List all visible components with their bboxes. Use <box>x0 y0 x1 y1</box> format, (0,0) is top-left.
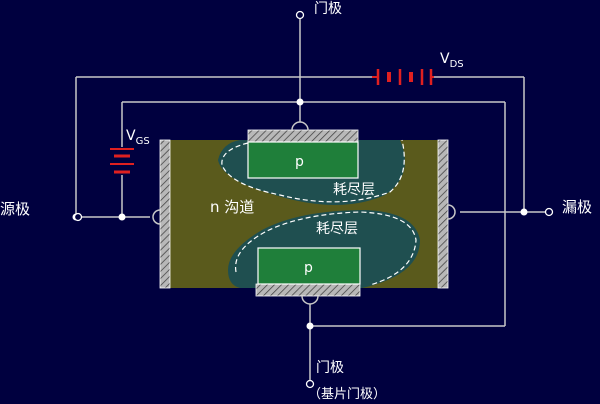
contact-terminals <box>152 121 456 305</box>
vds-label: VDS <box>440 51 464 70</box>
vgs-label: VGS <box>126 128 150 147</box>
depletion-boundary-bottom <box>234 211 417 286</box>
drain-electrode <box>437 139 449 289</box>
top-gate-electrode <box>247 129 359 143</box>
drain-terminal <box>544 207 554 217</box>
p-label-bottom: p <box>304 260 313 276</box>
bottom-gate-label: 门极 <box>316 360 344 376</box>
circuit-wires <box>75 18 546 380</box>
source-electrode <box>159 139 171 289</box>
vgs-label-sub: GS <box>136 136 150 147</box>
vds-label-main: V <box>440 51 450 67</box>
depletion-label-bottom: 耗尽层 <box>316 221 358 237</box>
depletion-boundary-top <box>221 139 405 203</box>
bottom-gate-terminal <box>305 379 315 389</box>
bottom-gate-electrode <box>255 283 361 297</box>
p-region-top <box>247 141 359 179</box>
open-terminals <box>73 10 554 389</box>
drain-label: 漏极 <box>562 198 592 216</box>
source-terminal <box>73 212 83 222</box>
bottom-gate-note: （基片门极） <box>308 387 386 400</box>
vgs-label-main: V <box>126 128 136 144</box>
vgs-battery <box>110 148 134 174</box>
top-gate-terminal <box>295 10 305 20</box>
source-label: 源极 <box>0 200 30 218</box>
vds-battery <box>372 69 434 85</box>
vds-label-sub: DS <box>450 59 464 70</box>
p-region-bottom <box>257 247 361 285</box>
channel-label: n 沟道 <box>210 198 254 216</box>
depletion-label-top: 耗尽层 <box>333 182 375 198</box>
top-gate-label: 门极 <box>314 1 342 17</box>
p-label-top: p <box>295 154 304 170</box>
